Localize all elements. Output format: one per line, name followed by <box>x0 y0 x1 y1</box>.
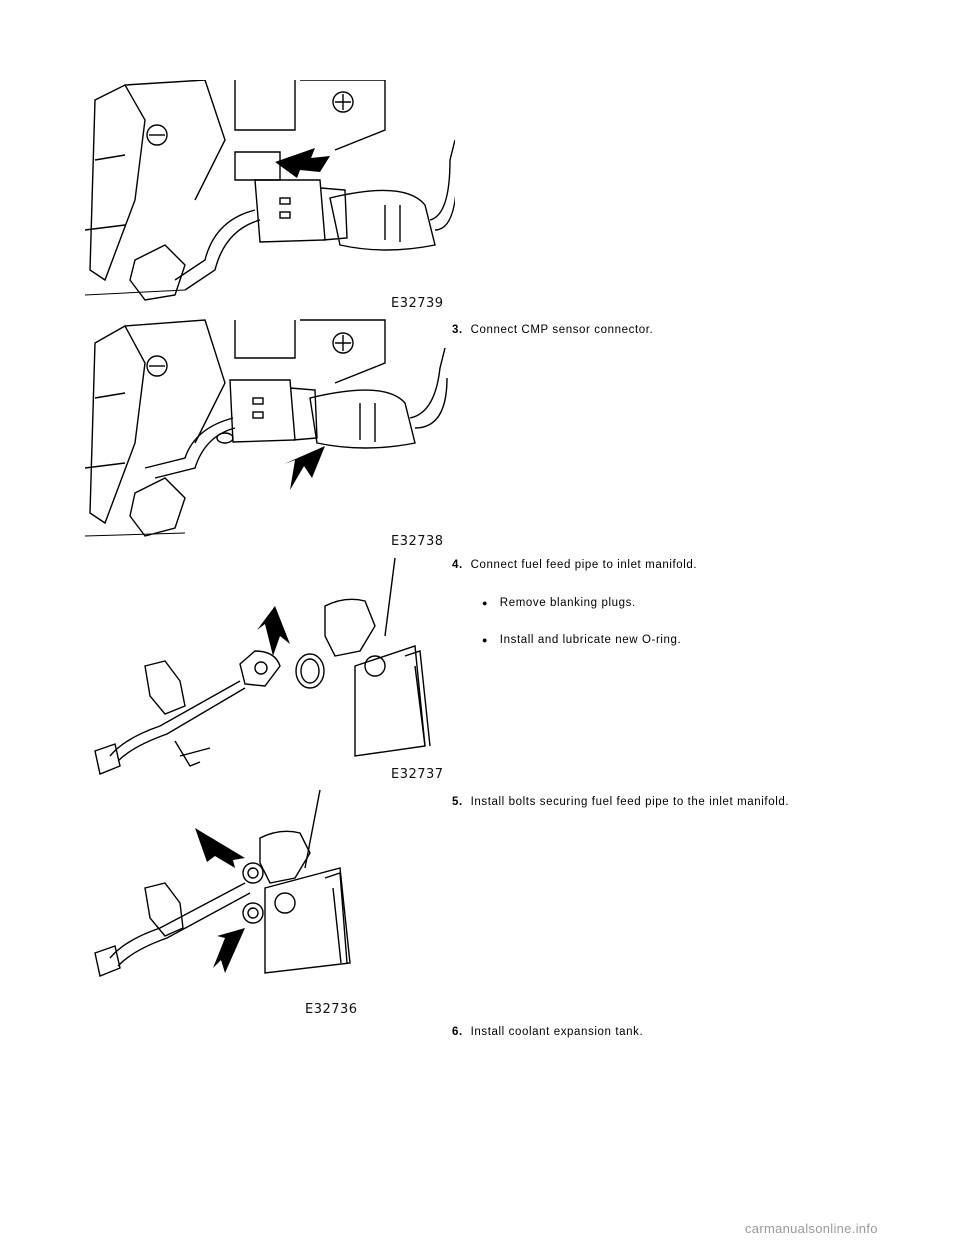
step-number: 3. <box>452 324 463 336</box>
step-4: 4. Connect fuel feed pipe to inlet manif… <box>452 559 697 571</box>
bullet-text: Install and lubricate new O-ring. <box>499 634 682 646</box>
step-text: Connect fuel feed pipe to inlet manifold… <box>470 559 698 571</box>
step-text: Install bolts securing fuel feed pipe to… <box>470 796 790 808</box>
bullet-text: Remove blanking plugs. <box>499 597 636 609</box>
figure-id: E32736 <box>305 1002 358 1017</box>
step-6: 6. Install coolant expansion tank. <box>452 1026 643 1038</box>
step-number: 5. <box>452 796 463 808</box>
step-4-bullet-2: ● Install and lubricate new O-ring. <box>482 634 681 646</box>
step-3: 3. Connect CMP sensor connector. <box>452 324 653 336</box>
step-number: 4. <box>452 559 463 571</box>
watermark: carmanualsonline.info <box>745 1221 878 1236</box>
figure-fuel-pipe-bolts <box>85 788 365 993</box>
figure-id: E32737 <box>391 767 444 782</box>
figure-cmp-connector-connected <box>85 318 455 540</box>
step-text: Connect CMP sensor connector. <box>470 324 654 336</box>
step-5: 5. Install bolts securing fuel feed pipe… <box>452 796 789 808</box>
step-4-bullet-1: ● Remove blanking plugs. <box>482 597 636 609</box>
figure-id: E32738 <box>391 534 444 549</box>
bullet-icon: ● <box>482 635 489 645</box>
bullet-icon: ● <box>482 598 489 608</box>
figure-cmp-connector-disconnected <box>85 80 455 302</box>
step-text: Install coolant expansion tank. <box>470 1026 644 1038</box>
figure-fuel-pipe-and-o-ring <box>85 556 455 778</box>
figure-id: E32739 <box>391 296 444 311</box>
step-number: 6. <box>452 1026 463 1038</box>
